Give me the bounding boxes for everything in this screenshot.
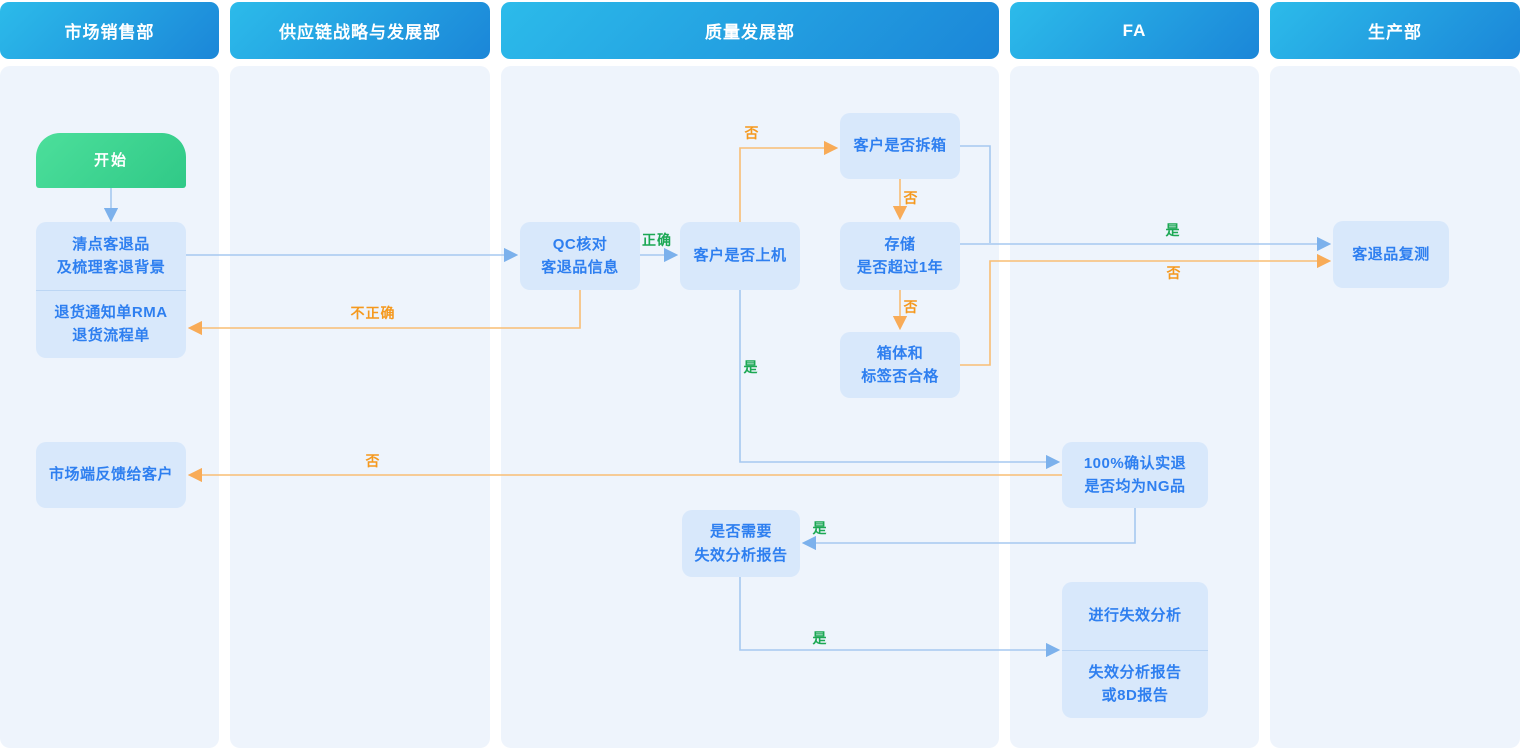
edge-faneed-yes-to-fado	[739, 577, 1061, 658]
edge-label-onmachine-yes: 是	[743, 359, 759, 375]
edge-label-storage-yes: 是	[1165, 222, 1181, 238]
node-fareport-line1: 失效分析报告	[1088, 664, 1182, 681]
node-fa-group: 进行失效分析 失效分析报告 或8D报告	[1062, 582, 1208, 718]
node-start-label: 开始	[93, 151, 128, 169]
node-qc-line2: 客退品信息	[541, 259, 619, 276]
node-faneed-line2: 失效分析报告	[694, 546, 788, 564]
node-fa-report: 失效分析报告 或8D报告	[1062, 649, 1208, 719]
edge-qc-incorrect-to-rma	[187, 290, 581, 336]
node-box-label-ok: 箱体和 标签否合格	[840, 332, 960, 398]
node-storage-over-1year: 存储 是否超过1年	[840, 222, 960, 290]
edge-label-boxlabel-no: 否	[1166, 265, 1182, 281]
edge-label-confirm-no: 否	[365, 453, 381, 469]
node-unbox-label: 客户是否拆箱	[853, 137, 947, 155]
node-confirm-line2: 是否均为NG品	[1084, 478, 1186, 495]
edge-label-incorrect: 不正确	[350, 305, 396, 321]
edge-label-onmachine-no: 否	[744, 125, 760, 141]
node-retest-label: 客退品复测	[1352, 245, 1430, 263]
node-retest: 客退品复测	[1333, 221, 1449, 288]
edge-label-faneed-yes: 是	[812, 630, 828, 646]
node-count-line2: 及梳理客退背景	[56, 258, 166, 276]
edge-unbox-join	[960, 145, 991, 243]
edge-label-storage-no: 否	[903, 299, 919, 315]
node-do-fa: 进行失效分析	[1062, 582, 1208, 650]
node-customer-onmachine: 客户是否上机	[680, 222, 800, 290]
node-confirm-line1: 100%确认实退	[1083, 454, 1187, 472]
lane-header-supply-chain: 供应链战略与发展部	[230, 2, 490, 59]
node-storage-line2: 是否超过1年	[856, 259, 944, 276]
edge-boxlabel-no-to-retest	[960, 253, 1332, 366]
lane-header-production: 生产部	[1270, 2, 1520, 59]
edge-confirm-yes-to-faneed	[801, 508, 1136, 551]
edge-label-correct: 正确	[642, 232, 672, 248]
node-need-fa-report: 是否需要 失效分析报告	[682, 510, 800, 577]
node-feedback-customer: 市场端反馈给客户	[36, 442, 186, 508]
lane-body-production	[1270, 66, 1520, 748]
lane-body-supply-chain	[230, 66, 490, 748]
lane-body-quality-dev	[501, 66, 999, 748]
node-rma-line2: 退货流程单	[72, 327, 150, 345]
node-confirm-ng: 100%确认实退 是否均为NG品	[1062, 442, 1208, 508]
lane-header-fa: FA	[1010, 2, 1259, 59]
node-feedback-label: 市场端反馈给客户	[48, 466, 173, 484]
edge-label-confirm-yes: 是	[812, 520, 828, 536]
lane-header-quality-dev: 质量发展部	[501, 2, 999, 59]
edge-onmachine-yes-to-confirm	[739, 290, 1061, 470]
node-boxlabel-line2: 标签否合格	[861, 368, 939, 385]
node-faneed-line1: 是否需要	[709, 523, 772, 541]
node-qc-line1: QC核对	[552, 235, 608, 253]
node-storage-line1: 存储	[884, 235, 916, 253]
lane-header-marketing-sales: 市场销售部	[0, 2, 219, 59]
node-count-rma-group: 清点客退品 及梳理客退背景 退货通知单RMA 退货流程单	[36, 222, 186, 358]
node-boxlabel-line1: 箱体和	[876, 344, 924, 362]
node-onmachine-label: 客户是否上机	[693, 247, 787, 265]
node-fareport-line2: 或8D报告	[1101, 687, 1169, 705]
node-fado-label: 进行失效分析	[1088, 607, 1182, 625]
edge-label-unbox-no: 否	[903, 190, 919, 206]
node-rma-docs: 退货通知单RMA 退货流程单	[36, 289, 186, 359]
node-rma-line1: 退货通知单RMA	[54, 304, 168, 321]
node-start: 开始	[36, 133, 186, 188]
node-qc-verify: QC核对 客退品信息	[520, 222, 640, 290]
node-customer-unbox: 客户是否拆箱	[840, 113, 960, 179]
node-count-returns: 清点客退品 及梳理客退背景	[36, 222, 186, 290]
edge-onmachine-no-to-unbox	[739, 140, 839, 222]
node-count-line1: 清点客退品	[72, 235, 150, 253]
